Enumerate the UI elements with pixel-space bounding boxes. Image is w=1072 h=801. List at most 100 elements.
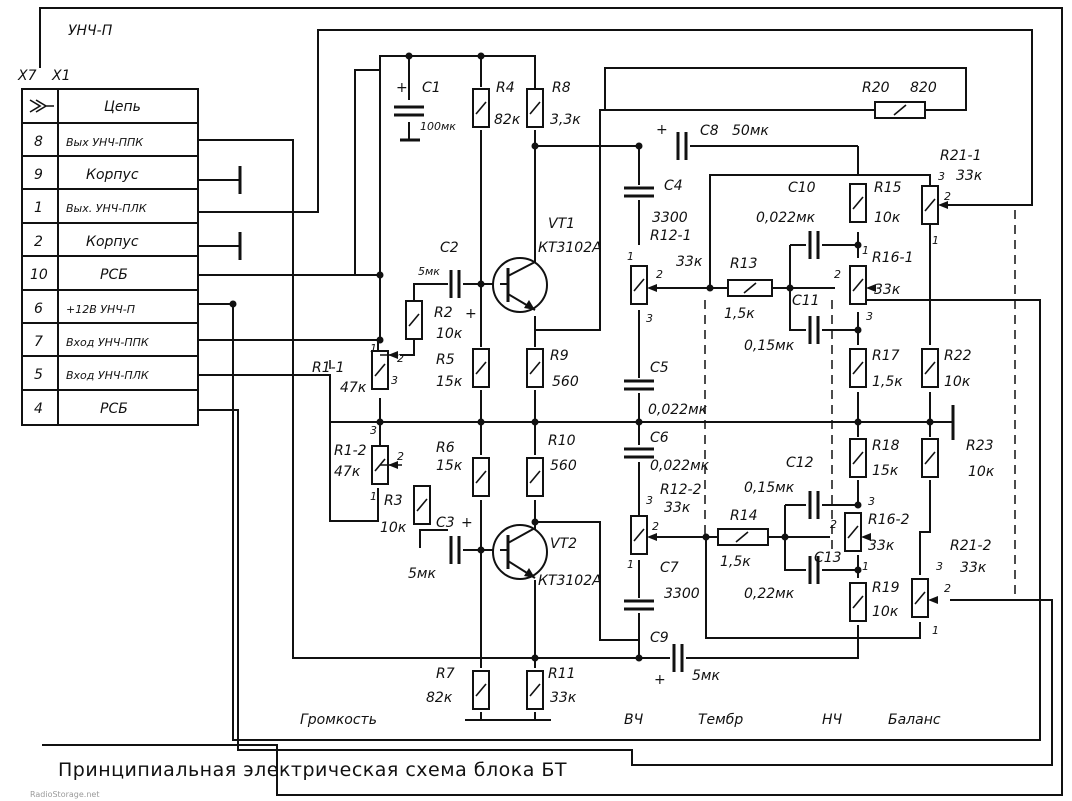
r16-2-ref: R16-2 <box>868 512 910 528</box>
resistor-r15 <box>849 183 867 223</box>
net-name: Вых УНЧ-ППК <box>66 136 144 149</box>
r1-1-ref: R1-1 <box>312 360 345 376</box>
r11-ref: R11 <box>548 666 576 682</box>
r2-value: 10к <box>436 326 463 342</box>
capacitor-c8 <box>676 130 688 162</box>
r15-value: 10к <box>874 210 901 226</box>
svg-text:3: 3 <box>646 494 653 507</box>
r8-ref: R8 <box>552 80 571 96</box>
resistor-r14 <box>717 528 769 546</box>
polarity-mark: + <box>656 122 668 138</box>
c8-ref: C8 <box>700 123 719 139</box>
r3-ref: R3 <box>384 493 403 509</box>
potentiometer-r16-2 <box>844 512 862 552</box>
resistor-r22 <box>921 348 939 388</box>
r6-value: 15к <box>436 458 463 474</box>
capacitor-c5 <box>622 379 656 391</box>
r2-ref: R2 <box>434 305 453 321</box>
resistor-r6 <box>472 457 490 497</box>
c3-ref: C3 <box>436 515 455 531</box>
r16-1-value: 33к <box>874 282 901 298</box>
c6-ref: C6 <box>650 430 669 446</box>
c11-ref: C11 <box>792 293 820 309</box>
svg-text:3: 3 <box>868 495 875 508</box>
potentiometer-r1-1 <box>371 350 389 390</box>
r17-ref: R17 <box>872 348 900 364</box>
resistor-r8 <box>526 88 544 128</box>
polarity-mark: + <box>461 515 473 531</box>
capacitor-c4 <box>622 186 656 198</box>
connector-x7-label: X7 <box>17 68 37 84</box>
svg-text:2: 2 <box>656 268 663 281</box>
r19-ref: R19 <box>872 580 900 596</box>
c2-value: 5мк <box>418 265 440 278</box>
svg-text:2: 2 <box>944 190 951 203</box>
c3-value: 5мк <box>408 566 436 582</box>
polarity-mark: + <box>465 306 477 322</box>
svg-text:2: 2 <box>397 450 404 463</box>
capacitor-c2 <box>449 268 461 300</box>
c12-value: 0,15мк <box>744 480 795 496</box>
connector-x1-label: X1 <box>51 68 71 84</box>
resistor-r17 <box>849 348 867 388</box>
connector-symbol-icon <box>29 99 54 113</box>
resistor-r20 <box>874 101 926 119</box>
c4-value: 3300 <box>652 210 688 226</box>
resistor-r9 <box>526 348 544 388</box>
r18-ref: R18 <box>872 438 900 454</box>
c13-ref: C13 <box>814 550 842 566</box>
r16-1-ref: R16-1 <box>872 250 914 266</box>
c2-ref: C2 <box>440 240 459 256</box>
r6-ref: R6 <box>436 440 455 456</box>
r14-ref: R14 <box>730 508 758 524</box>
r16-2-value: 33к <box>868 538 895 554</box>
potentiometer-r12-2 <box>630 515 648 555</box>
c9-ref: C9 <box>650 630 669 646</box>
svg-text:2: 2 <box>397 352 404 365</box>
r1-2-value: 47к <box>334 464 361 480</box>
resistor-r2 <box>405 300 423 340</box>
pin-number: 6 <box>34 301 43 317</box>
r9-value: 560 <box>552 374 579 390</box>
r20-value: 820 <box>910 80 937 96</box>
c10-ref: C10 <box>788 180 816 196</box>
r10-value: 560 <box>550 458 577 474</box>
control-balance-label: Баланс <box>888 712 941 728</box>
control-lf-label: НЧ <box>822 712 843 728</box>
r12-1-value: 33к <box>676 254 703 270</box>
c11-value: 0,15мк <box>744 338 795 354</box>
resistor-r19 <box>849 582 867 622</box>
transistor-vt2-icon <box>492 524 548 580</box>
vt1-ref: VT1 <box>548 216 575 232</box>
capacitor-c3 <box>449 534 461 566</box>
vt2-ref: VT2 <box>550 536 577 552</box>
c10-value: 0,022мк <box>756 210 816 226</box>
capacitor-c7 <box>622 599 656 611</box>
pin-number: 8 <box>34 134 43 150</box>
r3-value: 10к <box>380 520 407 536</box>
net-name: Вых. УНЧ-ПЛК <box>66 202 148 215</box>
vt2-value: КТ3102А <box>538 573 602 589</box>
pin-number: 1 <box>34 200 43 216</box>
r22-value: 10к <box>944 374 971 390</box>
net-name: Корпус <box>86 167 139 183</box>
r22-ref: R22 <box>944 348 972 364</box>
r21-1-ref: R21-1 <box>940 148 982 164</box>
r5-ref: R5 <box>436 352 455 368</box>
r9-ref: R9 <box>550 348 569 364</box>
frame-label: УНЧ-П <box>68 23 113 39</box>
net-name: РСБ <box>100 401 128 417</box>
r1-2-ref: R1-2 <box>334 443 367 459</box>
polarity-mark: + <box>654 672 666 688</box>
r17-value: 1,5к <box>872 374 903 390</box>
capacitor-c12 <box>808 489 820 521</box>
r11-value: 33к <box>550 690 577 706</box>
r12-2-value: 33к <box>664 500 691 516</box>
resistor-r11 <box>526 670 544 710</box>
svg-text:3: 3 <box>936 560 943 573</box>
wiper-arrows <box>380 201 948 604</box>
potentiometer-r21-2 <box>911 578 929 618</box>
capacitor-c10 <box>808 229 820 261</box>
pin-number: 2 <box>34 234 43 250</box>
